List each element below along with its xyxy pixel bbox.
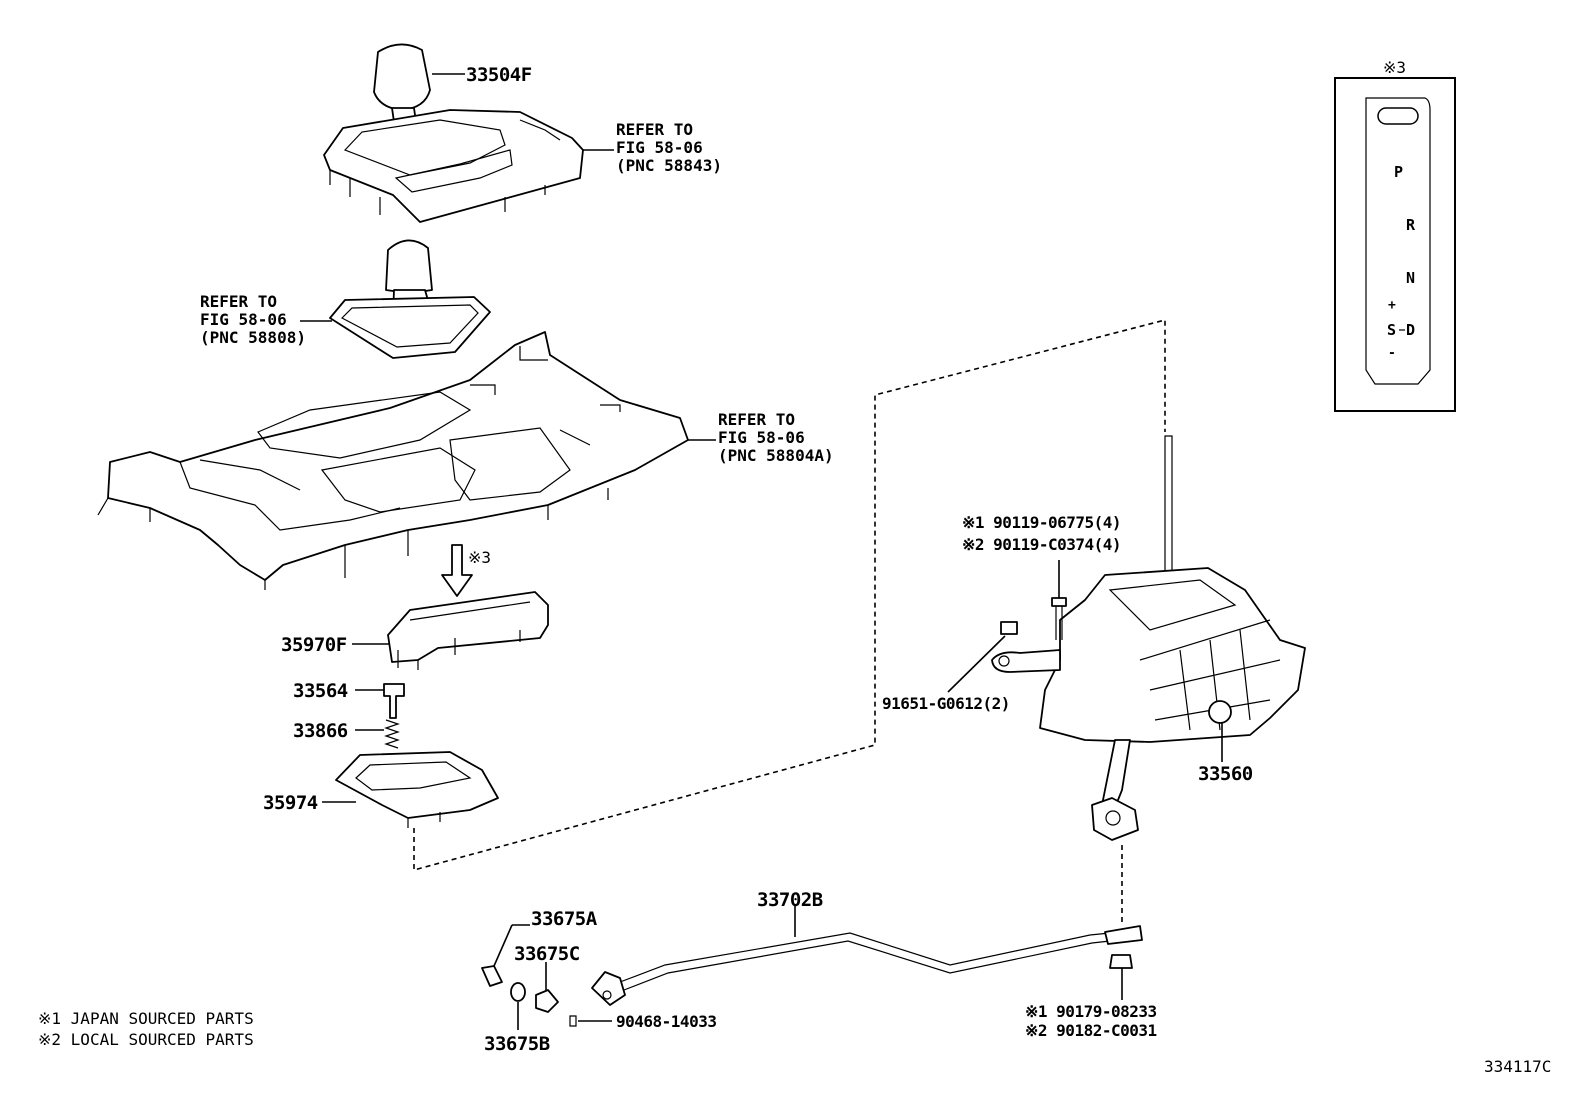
assembly-dashed-line — [413, 318, 1166, 872]
console-box — [97, 331, 689, 590]
shift-bezel-panel — [323, 109, 584, 223]
slide-plate — [335, 751, 499, 828]
label-33702B: 33702B — [757, 889, 823, 911]
pos-plus: + — [1388, 298, 1396, 313]
legend-japan: ※1 JAPAN SOURCED PARTS — [38, 1009, 254, 1028]
pos-R: R — [1406, 216, 1416, 234]
label-35970F: 35970F — [281, 634, 347, 656]
ref-58804A: REFER TO FIG 58-06 (PNC 58804A) — [718, 410, 834, 465]
shift-boot — [329, 239, 491, 359]
arrow-ref-label: ※3 — [468, 548, 491, 567]
pos-N: N — [1406, 269, 1415, 287]
label-33866: 33866 — [293, 720, 348, 742]
shift-indicator-inset: ※3 P R N + S - D — [1334, 58, 1456, 412]
lock-pin — [383, 683, 405, 719]
legend-local: ※2 LOCAL SOURCED PARTS — [38, 1030, 254, 1049]
label-33504F: 33504F — [466, 64, 532, 86]
shift-knob-upper — [373, 43, 431, 123]
label-90179: ※1 90179-08233 ※2 90182-C0031 — [1025, 1002, 1166, 1040]
label-33675C: 33675C — [514, 943, 580, 965]
washer-33675B — [510, 982, 526, 1002]
bushing-33675C — [535, 989, 559, 1013]
label-33675B: 33675B — [484, 1033, 550, 1055]
clip-90468 — [569, 1015, 577, 1027]
shift-cable — [591, 925, 1143, 1006]
label-91651: 91651-G0612(2) — [882, 694, 1010, 713]
diagram-id: 334117C — [1484, 1057, 1551, 1076]
bolt-91651 — [1000, 621, 1018, 635]
view-arrow — [441, 544, 473, 597]
ref-58843: REFER TO FIG 58-06 (PNC 58843) — [616, 120, 722, 175]
shift-lever-assembly — [991, 435, 1306, 841]
label-35974: 35974 — [263, 792, 318, 814]
pos-S: S — [1387, 321, 1396, 339]
spring — [384, 719, 400, 749]
pos-D: D — [1406, 321, 1415, 339]
label-33564: 33564 — [293, 680, 348, 702]
label-90468: 90468-14033 — [616, 1012, 716, 1031]
ref-58808: REFER TO FIG 58-06 (PNC 58808) — [200, 292, 306, 347]
label-33675A: 33675A — [531, 908, 598, 930]
bolt-90119 — [1051, 597, 1067, 640]
label-33560: 33560 — [1198, 763, 1253, 785]
inset-title: ※3 — [1383, 58, 1406, 77]
label-90119: ※1 90119-06775(4) ※2 90119-C0374(4) — [962, 513, 1130, 554]
pin-33675A — [481, 965, 503, 987]
pos-P: P — [1394, 163, 1403, 181]
pos-minus: - — [1388, 346, 1396, 361]
cable-nut — [1109, 954, 1133, 969]
indicator-housing — [387, 591, 549, 670]
